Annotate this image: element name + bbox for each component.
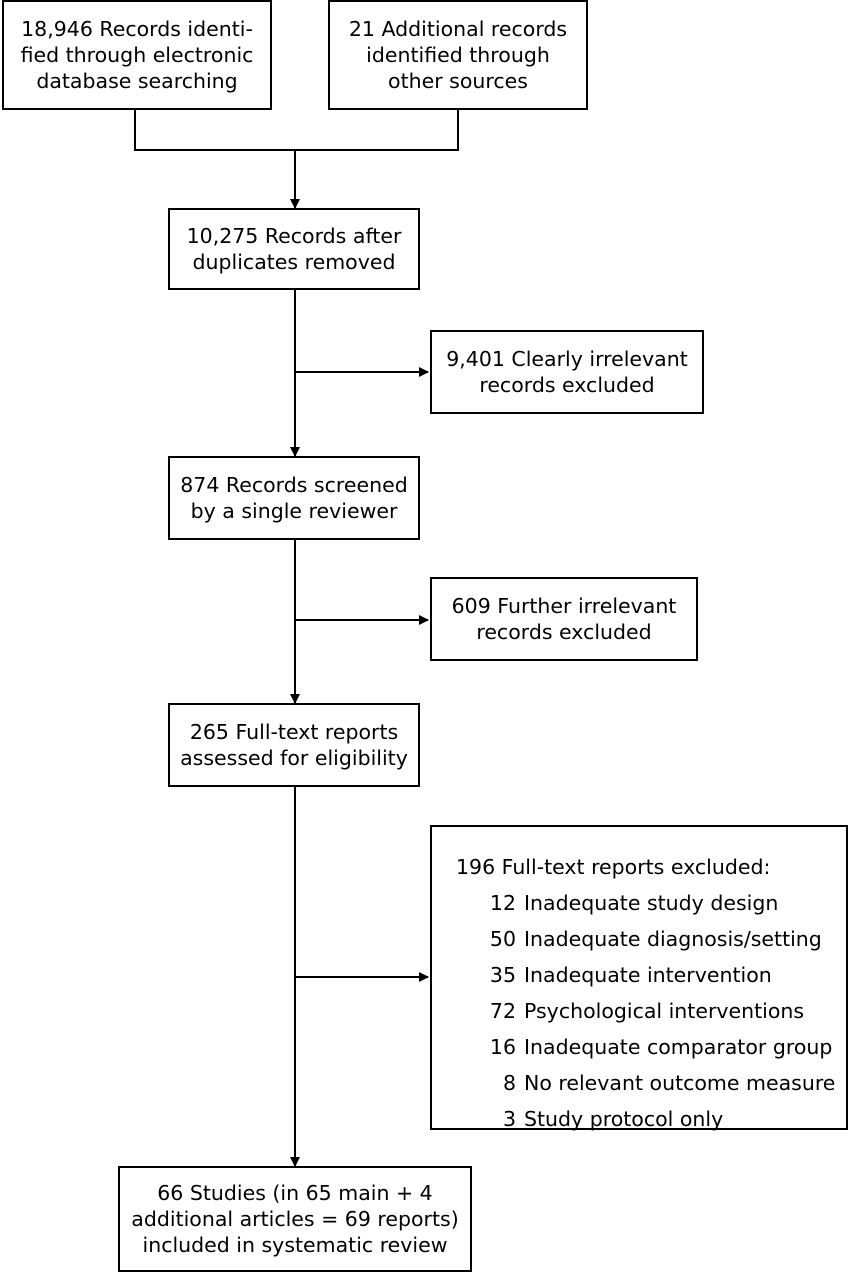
exclusion-reason: 35 Inadequate intervention	[456, 957, 772, 993]
exclusion-reason: 12 Inadequate study design	[456, 885, 778, 921]
exclusion-reason: 50 Inadequate diagnosis/setting	[456, 921, 822, 957]
box-after-duplicates: 10,275 Records after duplicates removed	[168, 208, 420, 290]
reason-label: Psychological interventions	[524, 999, 805, 1023]
merge-connector	[134, 110, 459, 151]
box-text-line: 874 Records screened	[180, 473, 408, 497]
exclusion-reason: 8 No relevant outcome measure	[456, 1065, 835, 1101]
box-database-searching: 18,946 Records identi- fied through elec…	[2, 0, 272, 110]
box-text-line: records excluded	[479, 373, 655, 397]
box-text-line: records excluded	[476, 620, 652, 644]
box-text-line: by a single reviewer	[190, 499, 398, 523]
box-text-line: 265 Full-text reports	[189, 720, 399, 744]
exclusion-reason: 3 Study protocol only	[456, 1101, 723, 1137]
box-included-studies: 66 Studies (in 65 main + 4 additional ar…	[118, 1166, 472, 1272]
reason-count: 72	[489, 999, 516, 1023]
reason-count: 50	[489, 927, 516, 951]
box-text-line: other sources	[388, 69, 528, 93]
exclusion-reason: 72 Psychological interventions	[456, 993, 804, 1029]
reason-label: Inadequate diagnosis/setting	[524, 927, 822, 951]
reason-label: Inadequate study design	[524, 891, 779, 915]
box-other-sources: 21 Additional records identified through…	[328, 0, 588, 110]
box-fulltext-assessed: 265 Full-text reports assessed for eligi…	[168, 703, 420, 787]
reason-label: Study protocol only	[524, 1107, 724, 1131]
reason-count: 12	[489, 891, 516, 915]
reason-label: Inadequate intervention	[524, 963, 772, 987]
reason-label: No relevant outcome measure	[524, 1071, 836, 1095]
box-text-line: 18,946 Records identi-	[21, 17, 253, 41]
box-text-line: duplicates removed	[192, 250, 396, 274]
box-text-line: 9,401 Clearly irrelevant	[446, 347, 688, 371]
box-screened: 874 Records screened by a single reviewe…	[168, 456, 420, 540]
reason-label: Inadequate comparator group	[524, 1035, 833, 1059]
box-text-line: included in systematic review	[142, 1233, 448, 1257]
exclusion-reason: 16 Inadequate comparator group	[456, 1029, 832, 1065]
exclusion-heading: 196 Full-text reports excluded:	[456, 855, 771, 879]
box-text-line: identified through	[366, 43, 550, 67]
box-further-excluded: 609 Further irrelevant records excluded	[430, 577, 698, 661]
box-text-line: 609 Further irrelevant	[451, 594, 677, 618]
box-text-line: additional articles = 69 reports)	[131, 1207, 459, 1231]
box-text-line: 66 Studies (in 65 main + 4	[157, 1181, 433, 1205]
reason-count: 16	[489, 1035, 516, 1059]
reason-count: 35	[489, 963, 516, 987]
box-text-line: 21 Additional records	[348, 17, 568, 41]
box-text-line: 10,275 Records after	[186, 224, 402, 248]
reason-count: 3	[502, 1107, 516, 1131]
reason-count: 8	[502, 1071, 516, 1095]
box-irrelevant-excluded: 9,401 Clearly irrelevant records exclude…	[430, 330, 704, 414]
box-text-line: fied through electronic	[20, 43, 254, 67]
box-text-line: database searching	[36, 69, 238, 93]
box-text-line: assessed for eligibility	[180, 746, 408, 770]
